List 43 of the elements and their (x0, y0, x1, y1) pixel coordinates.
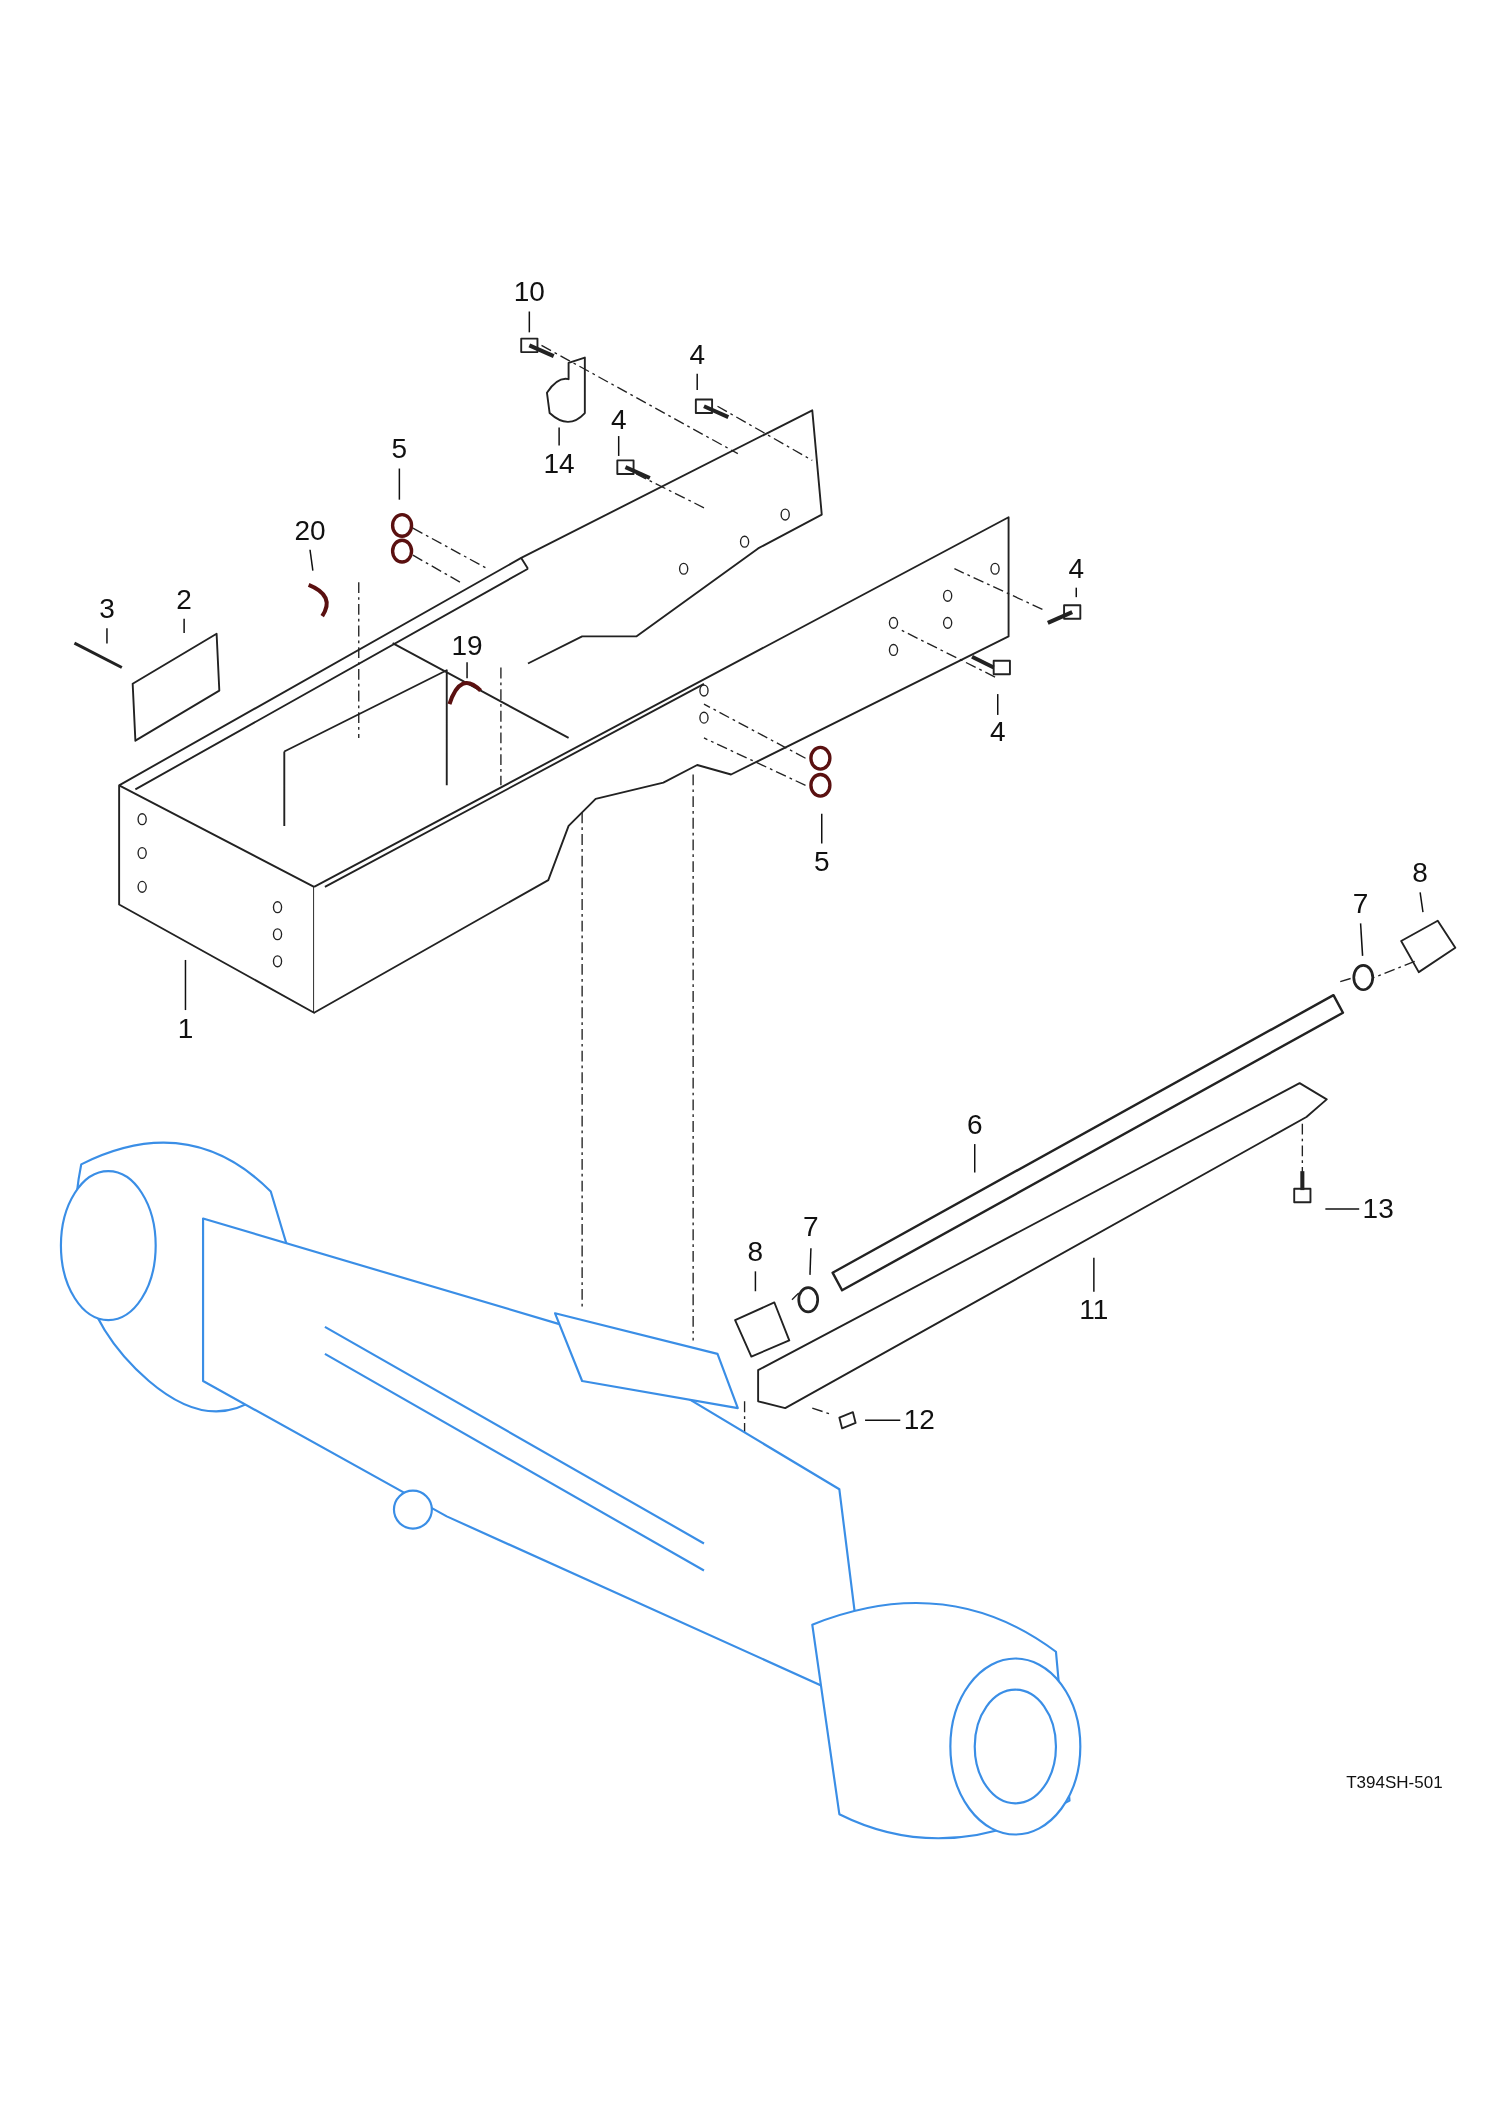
leader-line (1093, 1257, 1095, 1293)
leader-line (184, 959, 187, 1011)
leader-line (398, 467, 401, 501)
leader-line (821, 813, 823, 845)
leader-line (1359, 922, 1364, 957)
leader-line (696, 373, 698, 391)
leader-line (309, 549, 314, 572)
leader-line (754, 1270, 757, 1292)
callout-number: 14 (543, 449, 575, 480)
drawing-number: T394SH-501 (1346, 1772, 1443, 1793)
callout-number: 4 (610, 404, 627, 435)
leader-line (864, 1419, 901, 1421)
leader-line (997, 693, 999, 716)
leader-line (1075, 586, 1077, 598)
leader-line (466, 661, 468, 679)
callout-number: 13 (1362, 1193, 1394, 1224)
callout-number: 5 (813, 847, 830, 878)
callout-number: 10 (513, 277, 545, 308)
leader-line (558, 426, 560, 447)
callout-number: 7 (1352, 889, 1369, 920)
callout-number: 4 (989, 717, 1006, 748)
leader-line (1419, 891, 1424, 913)
callout-number: 7 (803, 1211, 819, 1242)
callout-number: 5 (391, 434, 408, 465)
callout-number: 19 (451, 630, 483, 661)
callout-number: 6 (966, 1110, 983, 1140)
callout-number: 4 (1068, 553, 1085, 584)
leader-line (617, 435, 620, 457)
callout-number: 20 (294, 515, 326, 546)
callout-number: 4 (689, 339, 705, 370)
leader-line (528, 310, 531, 334)
callout-number: 1 (177, 1013, 194, 1044)
callout-number: 8 (1412, 858, 1428, 889)
leader-line (183, 618, 185, 634)
leader-line (106, 627, 108, 645)
callout-number: 2 (176, 584, 192, 615)
callout-number: 12 (903, 1405, 935, 1436)
leader-line (1324, 1208, 1360, 1210)
leader-line (974, 1143, 976, 1174)
leader-line (809, 1247, 812, 1276)
callout-number: 3 (99, 594, 115, 625)
callout-number: 8 (747, 1237, 764, 1268)
callout-number: 11 (1079, 1295, 1109, 1326)
